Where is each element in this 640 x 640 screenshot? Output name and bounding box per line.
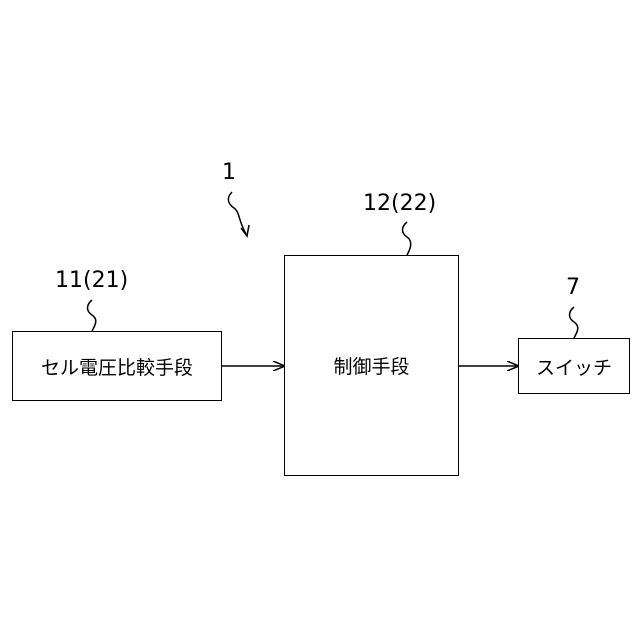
system-ref-arrow <box>228 192 246 234</box>
block-ref-switch: 7 <box>566 277 580 299</box>
block-label-cell-voltage-comparison: セル電圧比較手段 <box>41 353 193 380</box>
block-ref-control: 12(22) <box>363 193 436 215</box>
system-ref-label: 1 <box>222 162 236 184</box>
block-label-control: 制御手段 <box>333 352 409 379</box>
block-cell-voltage-comparison: セル電圧比較手段 <box>12 331 222 401</box>
block-control: 制御手段 <box>284 255 459 476</box>
block-switch: スイッチ <box>518 338 630 394</box>
block-label-switch: スイッチ <box>536 353 612 380</box>
leader-switch <box>570 307 578 338</box>
leader-control <box>403 222 411 255</box>
block-ref-cell-voltage-comparison: 11(21) <box>55 270 128 292</box>
leader-cell-voltage-comparison <box>88 300 96 331</box>
